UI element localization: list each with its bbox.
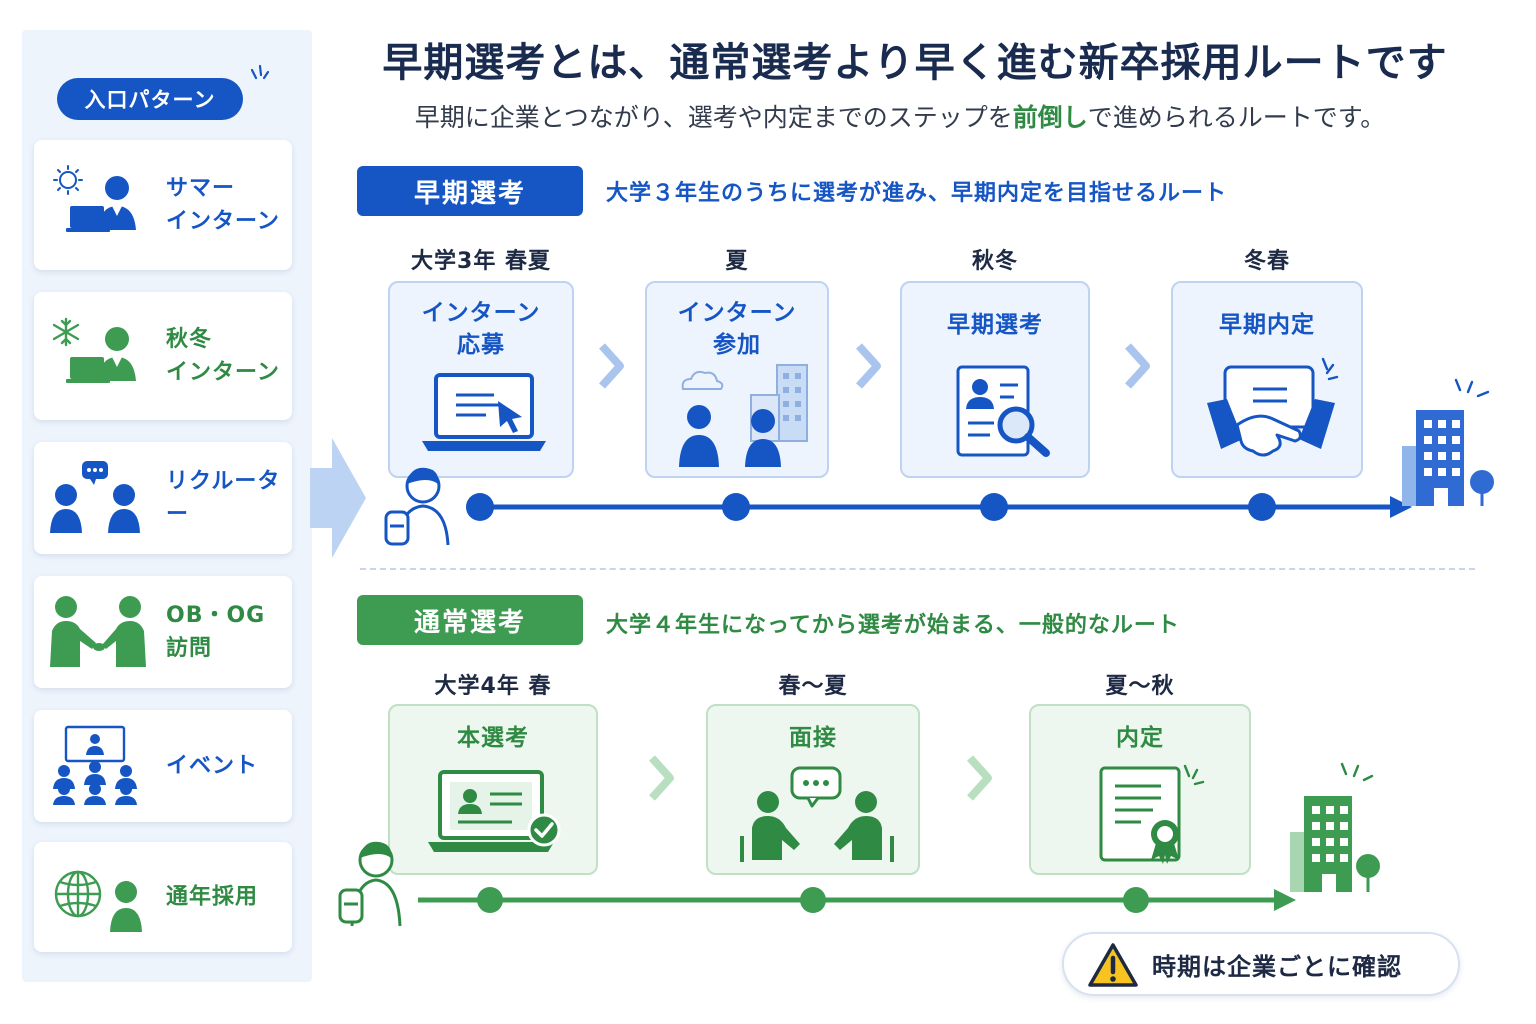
step-title: 内定: [1116, 725, 1164, 751]
event-icon: [53, 725, 137, 805]
step-period: 夏: [725, 249, 749, 274]
timing-note-text: 時期は企業ごとに確認: [1152, 952, 1402, 981]
entry-card-label: イベント: [166, 753, 259, 779]
autumn-winter-intern-icon: [52, 317, 136, 383]
chevron-right-icon: [649, 755, 674, 801]
recruiter-icon: [50, 461, 140, 533]
entry-pattern-title: 入口パターン: [57, 78, 243, 120]
entry-card-recruiter: リクルーター: [34, 442, 292, 554]
alumni-visit-icon: [50, 596, 146, 667]
step-period: 春～夏: [778, 674, 848, 699]
subtitle-text: 早期に企業とつながり、選考や内定までのステップを: [414, 103, 1013, 132]
subtitle-highlight: 前倒し: [1012, 103, 1088, 132]
step-title: 早期内定: [1219, 312, 1315, 338]
step-title: 早期選考: [947, 312, 1043, 338]
laptop-cursor-icon: [422, 373, 546, 451]
subtitle-text: で進められるルートです。: [1087, 103, 1386, 132]
step-period: 秋冬: [971, 249, 1018, 274]
regular-step-offer: 内定: [1029, 704, 1251, 875]
step-title: インターン 応募: [421, 300, 541, 358]
early-step-intern-join: インターン 参加: [645, 281, 829, 478]
regular-selection-description: 大学４年生になってから選考が始まる、一般的なルート: [606, 613, 1180, 638]
entry-card-label: サマー インターン: [166, 176, 280, 234]
people-office-icon: [679, 364, 808, 467]
warning-icon: [1088, 943, 1138, 987]
company-building-icon: [1402, 378, 1494, 506]
laptop-profile-icon: [428, 770, 561, 852]
step-title: 本選考: [457, 725, 529, 751]
certificate-icon: [1099, 764, 1205, 864]
entry-card-label: 秋冬 インターン: [166, 327, 280, 385]
company-building-icon: [1290, 762, 1380, 892]
student-icon: [338, 841, 402, 927]
entry-card-year-round-hiring: 通年採用: [34, 842, 292, 952]
student-icon: [384, 467, 450, 546]
early-selection-badge: 早期選考: [357, 166, 583, 216]
spark-icon: [250, 64, 270, 80]
early-step-intern-apply: インターン 応募: [388, 281, 574, 478]
entry-card-event: イベント: [34, 710, 292, 822]
chevron-right-icon: [599, 343, 624, 389]
step-title: 面接: [789, 725, 837, 751]
step-period: 冬春: [1243, 249, 1290, 274]
chevron-right-icon: [856, 343, 881, 389]
sidebar: 入口パターン サマー インターン: [22, 30, 312, 982]
entry-card-label: 通年採用: [166, 884, 259, 910]
entry-card-label: OB・OG 訪問: [166, 603, 266, 661]
page-title: 早期選考とは、通常選考より早く進む新卒採用ルートです: [382, 40, 1448, 86]
regular-step-main-selection: 本選考: [388, 704, 598, 875]
page-subtitle: 早期に企業とつながり、選考や内定までのステップを前倒しで進められるルートです。: [340, 98, 1460, 134]
year-round-hiring-icon: [54, 870, 142, 932]
interview-icon: [740, 766, 894, 862]
handshake-icon: [1207, 357, 1339, 457]
entry-card-summer-intern: サマー インターン: [34, 140, 292, 270]
summer-intern-icon: [53, 165, 136, 232]
chevron-right-icon: [967, 755, 992, 801]
section-divider: [360, 568, 1475, 570]
early-selection-description: 大学３年生のうちに選考が進み、早期内定を目指せるルート: [606, 181, 1228, 206]
step-period: 夏～秋: [1105, 674, 1175, 699]
early-timeline: [384, 378, 1494, 546]
early-step-early-offer: 早期内定: [1171, 281, 1363, 478]
timing-note: 時期は企業ごとに確認: [1062, 932, 1460, 996]
connector-arrow-icon: [310, 438, 366, 558]
regular-step-interview: 面接: [706, 704, 920, 875]
entry-card-autumn-winter-intern: 秋冬 インターン: [34, 292, 292, 420]
entry-card-label: リクルーター: [166, 469, 281, 527]
chevron-right-icon: [1125, 343, 1150, 389]
step-title: インターン 参加: [677, 300, 797, 358]
step-period: 大学4年 春: [434, 674, 552, 699]
document-search-icon: [956, 365, 1050, 457]
entry-card-alumni-visit: OB・OG 訪問: [34, 576, 292, 688]
regular-timeline: [338, 762, 1380, 927]
early-step-early-selection: 早期選考: [900, 281, 1090, 478]
step-period: 大学3年 春夏: [411, 249, 551, 274]
regular-selection-badge: 通常選考: [357, 595, 583, 645]
